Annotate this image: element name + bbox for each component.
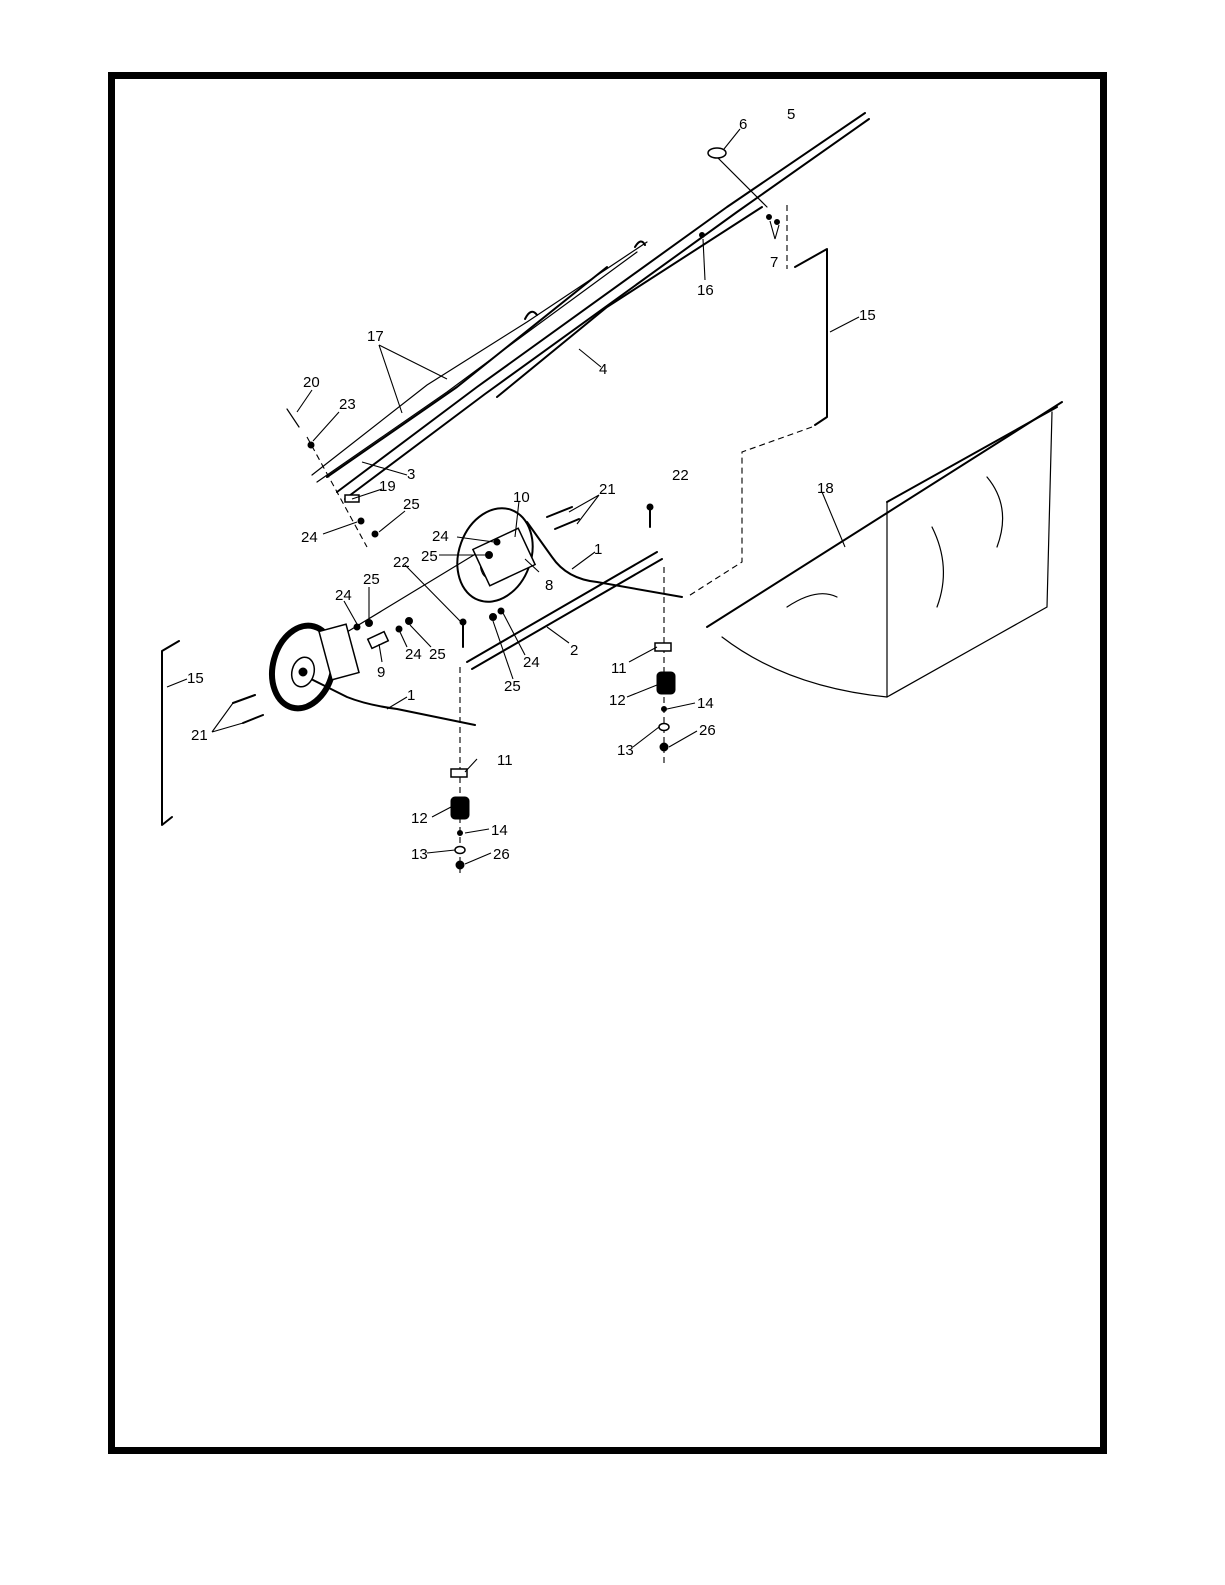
callout-26-right: 26 <box>699 722 716 739</box>
callout-20: 20 <box>303 374 320 391</box>
nut-part-25-upper <box>372 531 378 537</box>
callout-25-upper: 25 <box>403 496 420 513</box>
bag-frame-rod-part-15-right <box>795 249 827 425</box>
callout-12-right: 12 <box>609 692 626 709</box>
spacer-part-14-right <box>662 707 667 712</box>
callout-25-wheel: 25 <box>421 548 438 565</box>
callout-21-upper: 21 <box>599 481 616 498</box>
callout-26-left: 26 <box>493 846 510 863</box>
callout-14-left: 14 <box>491 822 508 839</box>
callout-24-left: 24 <box>335 587 352 604</box>
nut-part-25-left <box>366 620 373 627</box>
callout-22-left: 22 <box>393 554 410 571</box>
callout-23: 23 <box>339 396 356 413</box>
pin-part-7a <box>767 215 772 220</box>
callout-22-right: 22 <box>672 467 689 484</box>
exploded-parts-diagram: 6 5 7 16 15 17 4 20 23 3 19 25 24 10 21 … <box>115 79 1100 1447</box>
bolt-part-21-upper-a <box>547 507 572 517</box>
lower-handle-part-4 <box>497 207 762 397</box>
callout-8: 8 <box>545 577 553 594</box>
callout-2: 2 <box>570 642 578 659</box>
caster-wheel-part-12-right <box>657 672 675 694</box>
nut-part-25-right-b <box>490 614 497 621</box>
callout-6: 6 <box>739 116 747 133</box>
control-cable-part-17b <box>317 252 637 482</box>
callout-11-right: 11 <box>611 660 627 677</box>
page-border-frame: 6 5 7 16 15 17 4 20 23 3 19 25 24 10 21 … <box>108 72 1107 1454</box>
callout-16: 16 <box>697 282 714 299</box>
bolt-part-16 <box>700 233 705 238</box>
callout-9: 9 <box>377 664 385 681</box>
bag-hook-part-17 <box>525 312 537 319</box>
caster-plate-part-11-right <box>655 643 671 651</box>
washer-part-13-left <box>455 847 465 854</box>
callout-21-lower: 21 <box>191 727 208 744</box>
callout-15-right: 15 <box>859 307 876 324</box>
callout-17: 17 <box>367 328 384 345</box>
callout-4: 4 <box>599 361 607 378</box>
callout-15-left: 15 <box>187 670 204 687</box>
callout-3: 3 <box>407 466 415 483</box>
wheel-bracket-part-8 <box>473 528 535 585</box>
caster-plate-part-11-left <box>451 769 467 777</box>
upper-handle-part-5-inner <box>345 119 869 499</box>
height-adjust-part-9 <box>368 632 389 649</box>
caster-wheel-part-12-left <box>451 797 469 819</box>
callout-24-mid: 24 <box>405 646 422 663</box>
caster-stack-left <box>451 667 469 877</box>
callout-14-right: 14 <box>697 695 714 712</box>
callout-18: 18 <box>817 480 834 497</box>
lockwasher-part-24-upper <box>358 518 364 524</box>
callout-1-left: 1 <box>407 687 415 704</box>
callout-labels: 6 5 7 16 15 17 4 20 23 3 19 25 24 10 21 … <box>187 106 876 863</box>
callout-10: 10 <box>513 489 530 506</box>
grass-bag-part-18 <box>707 402 1062 697</box>
callout-25-lower: 25 <box>504 678 521 695</box>
callout-1-right: 1 <box>594 541 602 558</box>
caster-stack-right <box>655 567 675 767</box>
handle-knob-part-6 <box>708 148 726 158</box>
nut-part-24-mid <box>396 626 402 632</box>
nut-part-24-left <box>354 624 360 630</box>
upper-handle-part-5 <box>337 113 865 492</box>
wheel-bracket-left <box>319 624 359 680</box>
bolt-part-21-lower-a <box>233 695 255 703</box>
callout-25-left: 25 <box>363 571 380 588</box>
bolt-head-22-right <box>647 504 653 510</box>
callout-5: 5 <box>787 106 795 123</box>
bolt-part-21-lower-b <box>243 715 263 723</box>
callout-24-lower: 24 <box>523 654 540 671</box>
bolt-part-21-upper-b <box>555 519 579 529</box>
bag-frame-rod-part-15-left <box>162 641 179 825</box>
frame-part-1-left <box>307 677 475 725</box>
control-cable-part-17 <box>312 242 647 475</box>
callout-19: 19 <box>379 478 396 495</box>
callout-24-upper: 24 <box>301 529 318 546</box>
callout-7: 7 <box>770 254 778 271</box>
callout-24-wheel: 24 <box>432 528 449 545</box>
nut-part-26-right <box>660 743 668 751</box>
callout-13-right: 13 <box>617 742 634 759</box>
nut-part-25-mid <box>406 618 413 625</box>
wheel-left-axle-nut <box>299 668 307 676</box>
nut-part-26-left <box>456 861 464 869</box>
washer-part-13-right <box>659 724 669 731</box>
nut-part-24-right-a <box>494 539 500 545</box>
callout-12-left: 12 <box>411 810 428 827</box>
callout-11-left: 11 <box>497 752 513 769</box>
pin-part-7b <box>775 220 780 225</box>
callout-25-mid: 25 <box>429 646 446 663</box>
callout-13-left: 13 <box>411 846 428 863</box>
spacer-part-14-left <box>458 831 463 836</box>
